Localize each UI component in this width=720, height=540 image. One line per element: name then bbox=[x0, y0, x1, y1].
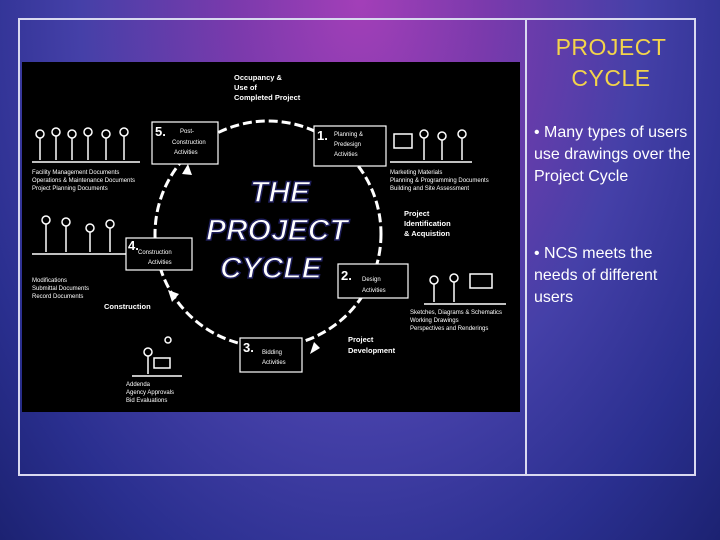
people-illustration-phase4 bbox=[32, 215, 126, 255]
ring-label-identification-2: Identification bbox=[404, 219, 451, 228]
svg-text:Submittal Documents: Submittal Documents bbox=[32, 286, 89, 292]
phase-3-box: 3. Bidding Activities bbox=[239, 337, 303, 373]
slide-title-line1: PROJECT bbox=[555, 34, 667, 60]
people-illustration-phase5 bbox=[32, 127, 140, 163]
svg-text:5.: 5. bbox=[155, 124, 166, 139]
svg-text:3.: 3. bbox=[243, 340, 254, 355]
slide-title-line2: CYCLE bbox=[571, 65, 651, 91]
svg-text:Project Planning Documents: Project Planning Documents bbox=[32, 186, 108, 192]
svg-text:Activities: Activities bbox=[262, 360, 286, 366]
ring-label-identification-1: Project bbox=[404, 209, 430, 218]
bullet-many-users: • Many types of users use drawings over … bbox=[534, 124, 691, 185]
phase-3-notes: Addenda Agency Approvals Bid Evaluations bbox=[126, 382, 174, 404]
slide-title: PROJECT CYCLE bbox=[532, 32, 690, 94]
svg-text:Activities: Activities bbox=[362, 288, 386, 294]
people-illustration-phase2 bbox=[424, 273, 506, 305]
svg-text:Record Documents: Record Documents bbox=[32, 294, 83, 300]
people-illustration-phase3 bbox=[132, 336, 182, 377]
svg-text:Post-: Post- bbox=[180, 129, 194, 135]
svg-text:Sketches, Diagrams & Schematic: Sketches, Diagrams & Schematics bbox=[410, 310, 502, 316]
svg-text:Marketing Materials: Marketing Materials bbox=[390, 170, 442, 176]
svg-text:Bidding: Bidding bbox=[262, 350, 282, 356]
slide-frame bbox=[18, 18, 696, 476]
svg-text:Activities: Activities bbox=[148, 260, 172, 266]
svg-text:2.: 2. bbox=[341, 268, 352, 283]
svg-text:Activities: Activities bbox=[334, 152, 358, 158]
svg-text:Facility Management Documents: Facility Management Documents bbox=[32, 170, 119, 176]
svg-text:Agency Approvals: Agency Approvals bbox=[126, 390, 174, 396]
svg-text:Construction: Construction bbox=[172, 140, 206, 146]
phase-4-box: 4. Construction Activities bbox=[125, 237, 193, 271]
svg-text:Perspectives and Renderings: Perspectives and Renderings bbox=[410, 326, 488, 332]
svg-text:Design: Design bbox=[362, 277, 381, 283]
cycle-arrow bbox=[182, 164, 192, 175]
ring-label-development-1: Project bbox=[348, 335, 374, 344]
svg-text:Modifications: Modifications bbox=[32, 278, 67, 284]
svg-text:Activities: Activities bbox=[174, 150, 198, 156]
people-illustration-phase1 bbox=[390, 129, 472, 163]
svg-text:Predesign: Predesign bbox=[334, 142, 361, 148]
center-title-line1: THE bbox=[250, 176, 311, 209]
cycle-arrow bbox=[310, 342, 320, 354]
ring-label-occupancy-3: Completed Project bbox=[234, 93, 301, 102]
svg-text:1.: 1. bbox=[317, 128, 328, 143]
svg-text:Building and Site Assessment: Building and Site Assessment bbox=[390, 186, 469, 192]
svg-text:Working Drawings: Working Drawings bbox=[410, 318, 459, 324]
svg-text:4.: 4. bbox=[128, 238, 139, 253]
panel-divider bbox=[525, 18, 527, 476]
svg-text:Addenda: Addenda bbox=[126, 382, 151, 388]
phase-4-notes: Modifications Submittal Documents Record… bbox=[32, 278, 89, 300]
phase-2-box: 2. Design Activities bbox=[337, 263, 409, 299]
ring-label-occupancy-2: Use of bbox=[234, 83, 257, 92]
svg-text:Construction: Construction bbox=[138, 250, 172, 256]
ring-label-occupancy-1: Occupancy & bbox=[234, 73, 283, 82]
svg-text:Bid Evaluations: Bid Evaluations bbox=[126, 398, 167, 404]
ring-label-development-2: Development bbox=[348, 346, 396, 355]
phase-1-box: 1. Planning & Predesign Activities bbox=[313, 125, 387, 167]
bullet-ncs-needs: • NCS meets the needs of different users bbox=[534, 245, 658, 306]
svg-text:Planning & Programming Documen: Planning & Programming Documents bbox=[390, 178, 489, 184]
svg-text:Planning &: Planning & bbox=[334, 132, 363, 138]
center-title-line3: CYCLE bbox=[220, 252, 323, 285]
phase-1-notes: Marketing Materials Planning & Programmi… bbox=[390, 170, 489, 192]
phase-5-box: 5. Post- Construction Activities bbox=[151, 121, 219, 165]
project-cycle-diagram: THE PROJECT CYCLE Occupancy & Use of Com… bbox=[22, 62, 520, 412]
phase-2-notes: Sketches, Diagrams & Schematics Working … bbox=[410, 310, 502, 332]
svg-text:Operations & Maintenance Docum: Operations & Maintenance Documents bbox=[32, 178, 135, 184]
ring-label-construction: Construction bbox=[104, 302, 151, 311]
cycle-arrow bbox=[168, 290, 179, 302]
ring-label-identification-3: & Acquistion bbox=[404, 229, 450, 238]
center-title-line2: PROJECT bbox=[206, 214, 350, 247]
phase-5-notes: Facility Management Documents Operations… bbox=[32, 170, 135, 192]
